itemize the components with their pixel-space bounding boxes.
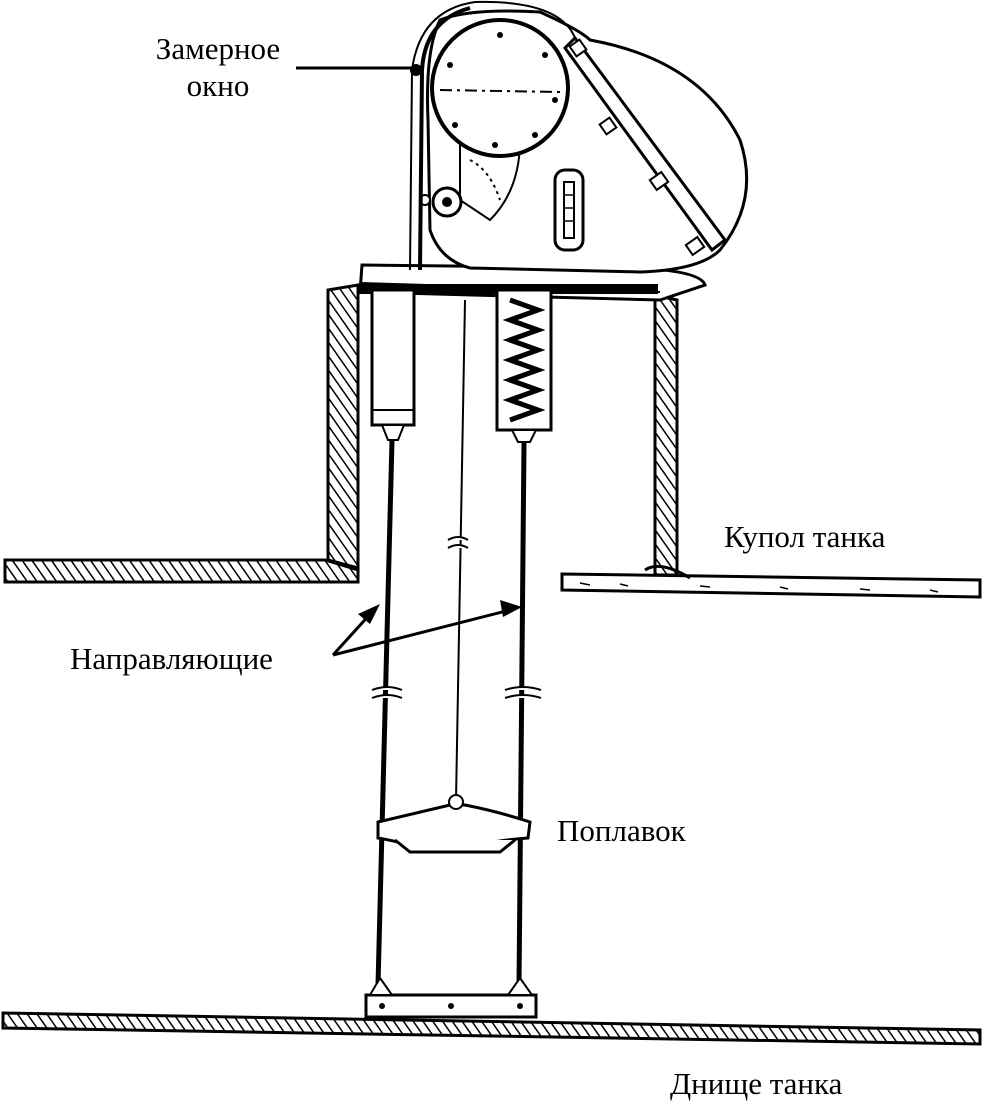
measuring-window-label-line1: Замерное	[155, 31, 281, 66]
tank-dome-plate	[3, 558, 982, 599]
float-label: Поплавок	[557, 813, 686, 848]
pivot-knob	[419, 186, 463, 218]
measuring-window-label-line2: окно	[186, 68, 250, 104]
bottom-anchor	[364, 976, 538, 1019]
float	[376, 794, 532, 854]
measuring-tape	[409, 0, 576, 271]
standpipe	[326, 283, 691, 580]
guides-label: Направляющие	[70, 641, 273, 676]
tank-bottom-label: Днище танка	[670, 1066, 843, 1101]
sight-glass	[553, 168, 585, 252]
damper-cylinder	[370, 288, 416, 441]
tank-bottom-plate	[1, 1011, 982, 1046]
leader-lines	[296, 66, 522, 657]
tension-spring	[495, 288, 553, 443]
measuring-window	[430, 18, 570, 158]
measuring-window-label: Замерное окно	[143, 30, 293, 104]
tank-dome-label: Купол танка	[724, 519, 886, 554]
guide-wires	[371, 299, 542, 986]
